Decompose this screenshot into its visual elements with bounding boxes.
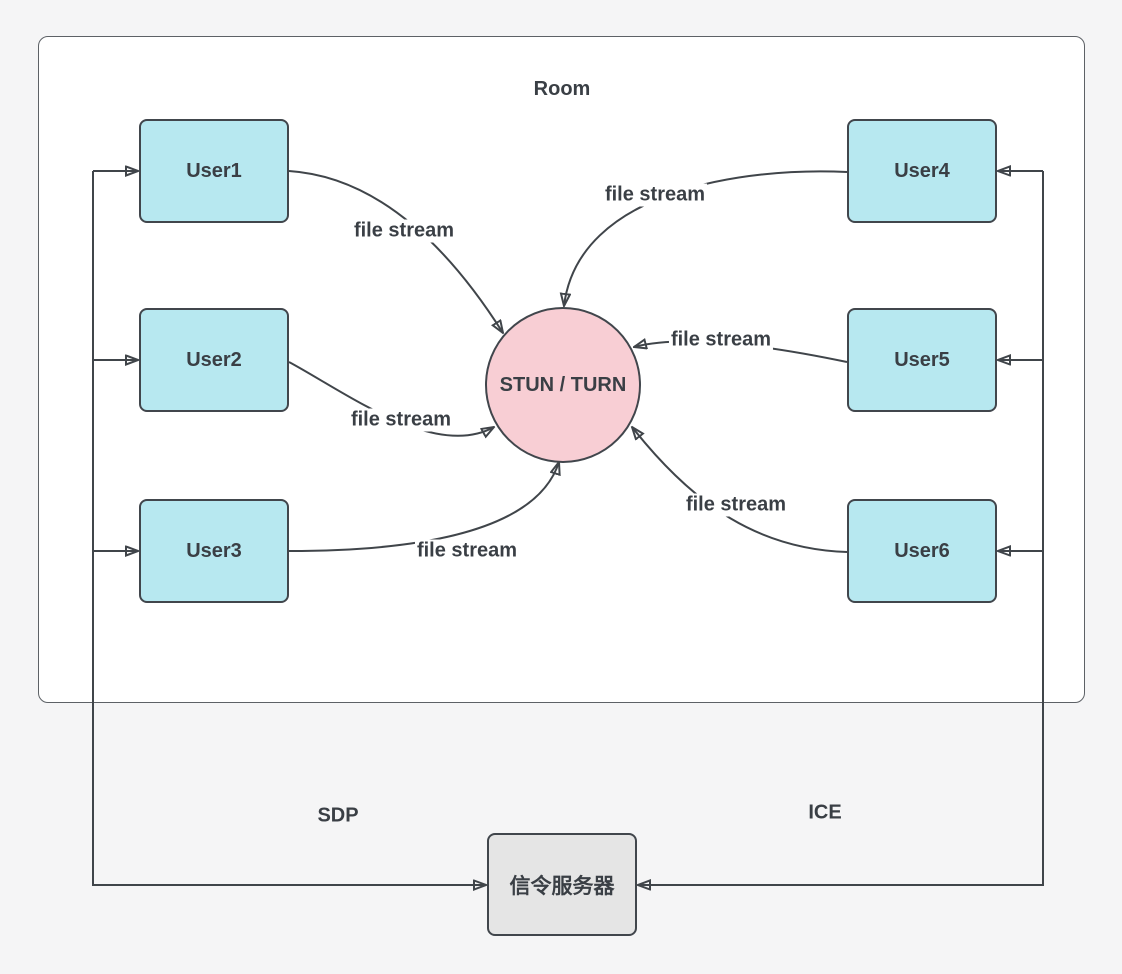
edge-label-user5-file-stream: file stream [668,328,774,352]
node-stun-turn: STUN / TURN [485,307,641,463]
edge-label-user1-file-stream: file stream [351,219,457,243]
edge-label-user3-file-stream: file stream [414,539,520,563]
edge-user1-stun [288,170,503,333]
edge-user6-stun [632,427,848,553]
node-user2-label: User2 [186,348,242,371]
bus-left-signaling [92,171,486,885]
label-sdp: SDP [317,804,359,827]
node-user4-label: User4 [894,159,950,182]
node-user2: User2 [139,308,289,412]
node-user1: User1 [139,119,289,223]
edge-label-user2-file-stream: file stream [348,408,454,432]
node-user6: User6 [847,499,997,603]
edge-label-user6-file-stream: file stream [683,493,789,517]
node-user6-label: User6 [894,539,950,562]
node-user4: User4 [847,119,997,223]
label-ice: ICE [808,801,842,824]
node-stun-turn-label: STUN / TURN [499,373,627,396]
bus-right-signaling [638,171,1044,885]
node-user3-label: User3 [186,539,242,562]
node-user5: User5 [847,308,997,412]
node-user3: User3 [139,499,289,603]
node-user1-label: User1 [186,159,242,182]
node-signaling-server-label: 信令服务器 [509,874,615,898]
room-title: Room [533,78,591,100]
node-signaling-server: 信令服务器 [487,833,637,936]
node-user5-label: User5 [894,348,950,371]
edge-label-user4-file-stream: file stream [602,183,708,207]
edge-user3-stun [288,462,559,552]
